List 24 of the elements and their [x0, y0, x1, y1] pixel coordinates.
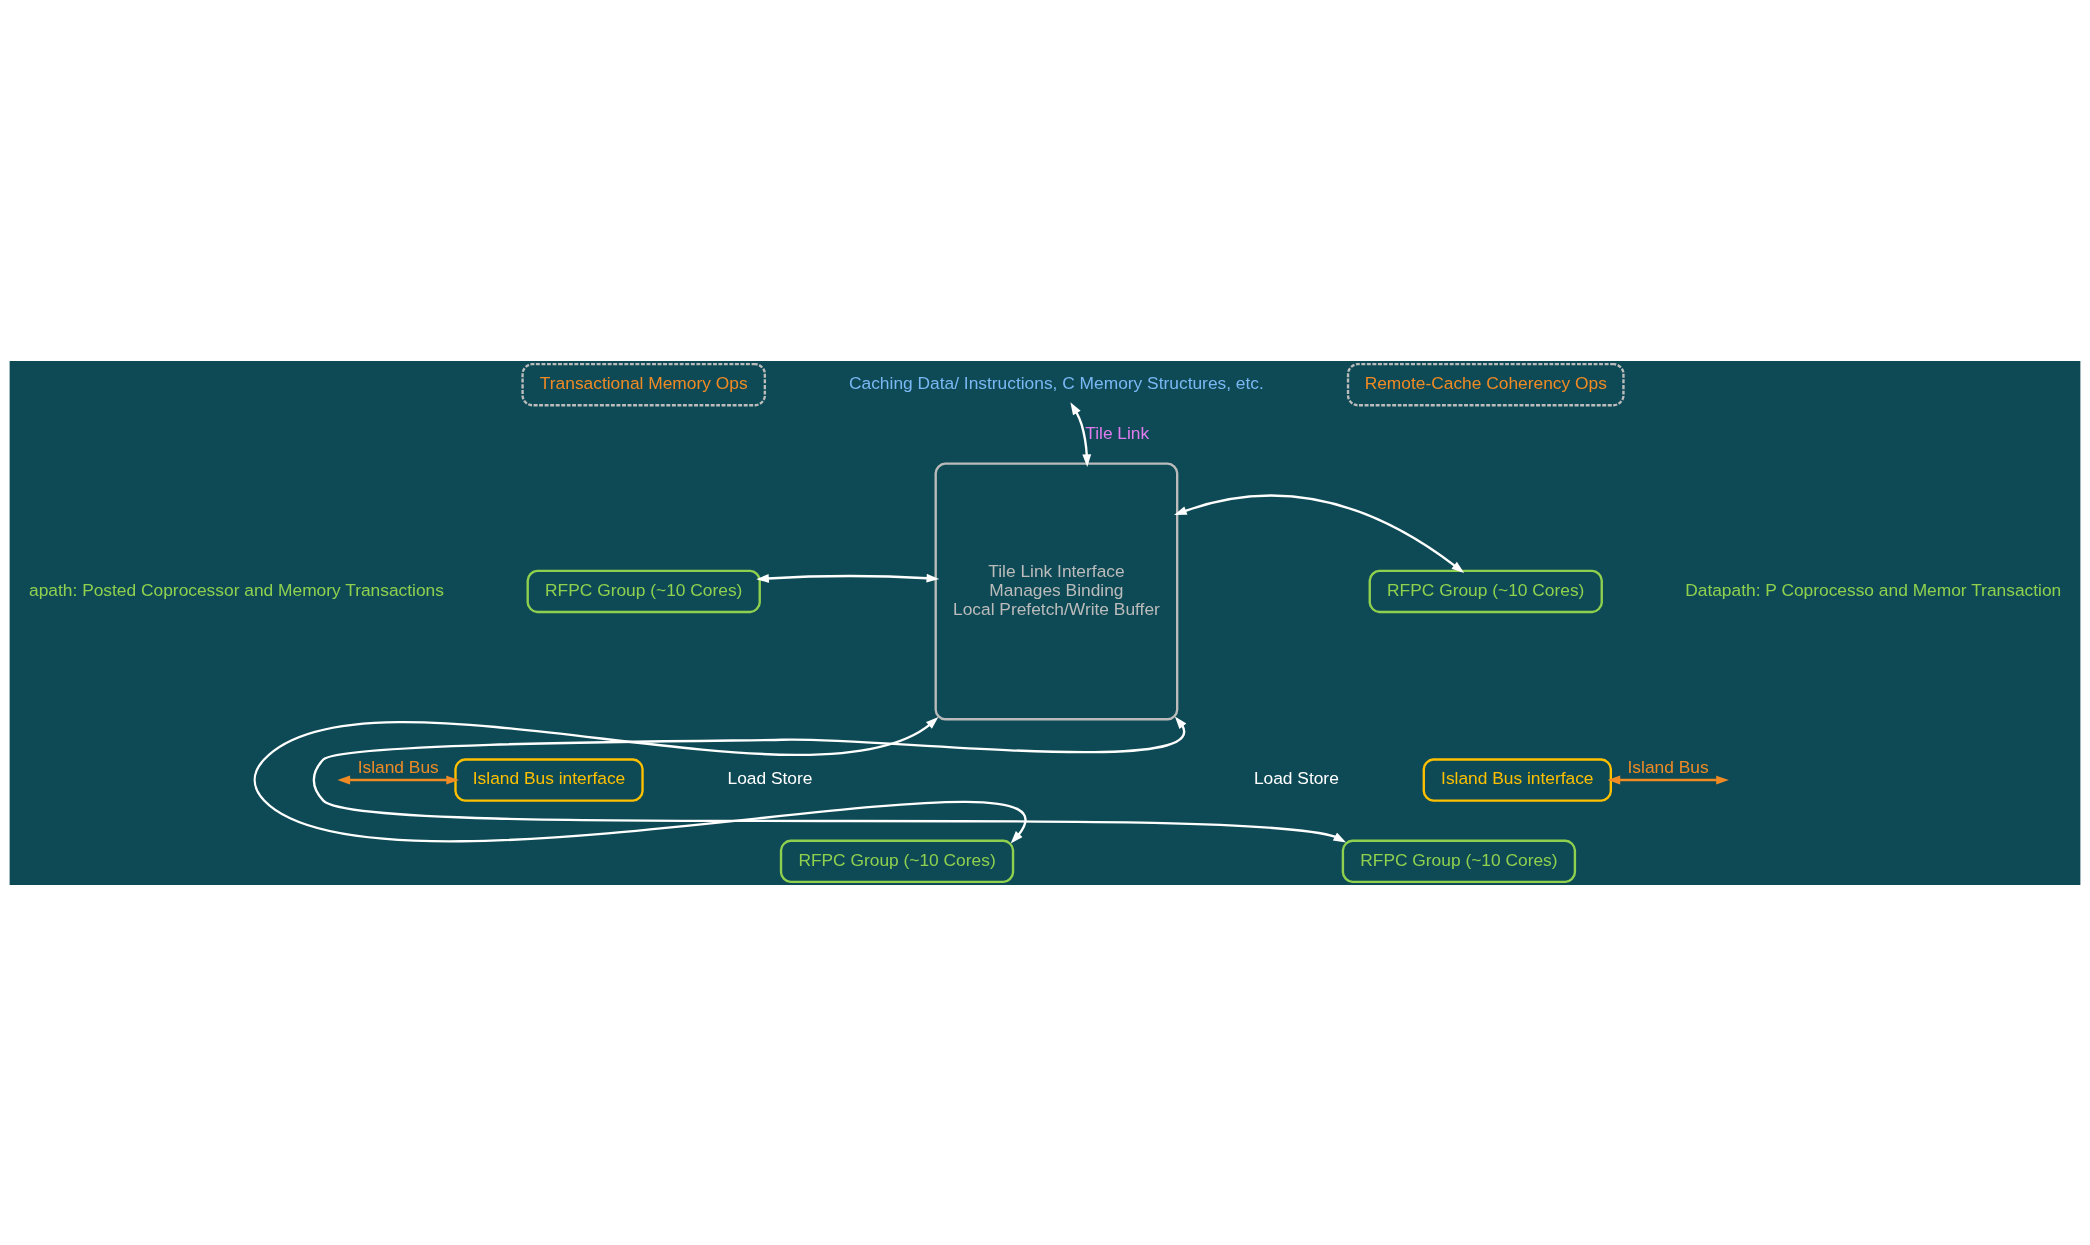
arrow — [1070, 401, 1092, 467]
node-box: Island Bus interface — [1422, 757, 1612, 802]
node-box: Remote-Cache Coherency Ops — [1346, 362, 1625, 406]
label: Load Store — [727, 767, 813, 788]
label: apath: Posted Coprocessor and Memory Transactions — [29, 579, 444, 600]
arrow — [1174, 493, 1465, 573]
node-box: RFPC Group (~10 Cores) — [1368, 569, 1603, 613]
node-box: Transactional Memory Ops — [521, 362, 767, 406]
arrow — [253, 716, 1024, 843]
node-box: RFPC Group (~10 Cores) — [779, 839, 1015, 883]
arrow — [1607, 775, 1729, 784]
node-box: RFPC Group (~10 Cores) — [1341, 839, 1577, 883]
arrow — [756, 573, 940, 583]
edge-label: Tile Link — [1085, 422, 1150, 443]
label: Datapath: P Coprocesso and Memor Transaction — [1685, 579, 2062, 600]
edge-label: Island Bus — [1627, 756, 1709, 777]
arrow — [337, 775, 459, 784]
label: Load Store — [1253, 767, 1339, 788]
arrow — [312, 716, 1347, 842]
node-text: Caching Data/ Instructions, C Memory Structures, etc. — [849, 372, 1264, 393]
node-box: RFPC Group (~10 Cores) — [526, 569, 761, 613]
edge-label: Island Bus — [357, 756, 439, 777]
node-box: Island Bus interface — [454, 757, 644, 802]
node-box: Tile Link Interface Manages Binding Local Prefetch/Write Buffer — [934, 461, 1179, 720]
